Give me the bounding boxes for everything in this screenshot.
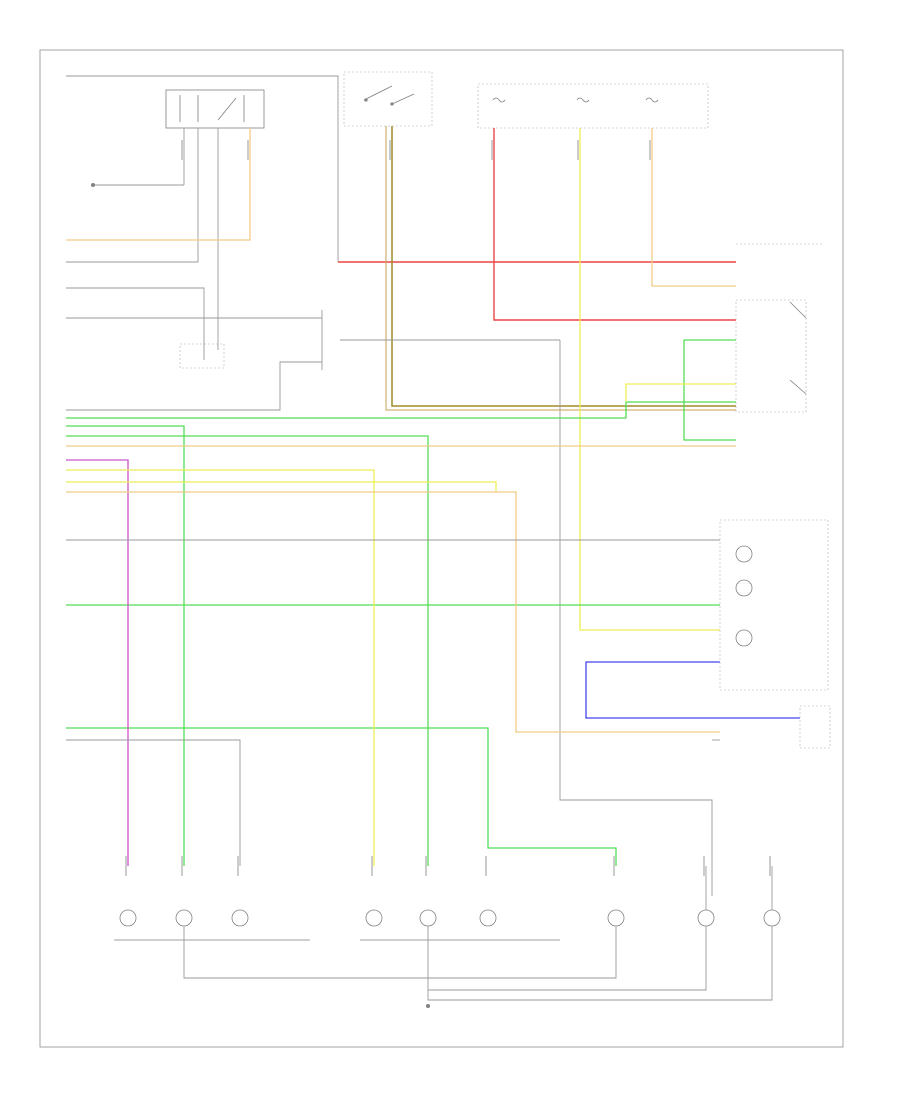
instrument-module xyxy=(799,705,831,749)
wire-orange-left xyxy=(66,128,251,241)
wire-defog-2 xyxy=(66,128,199,263)
wire-green-3 xyxy=(66,435,429,866)
connector-marks xyxy=(125,140,771,876)
dash-cluster xyxy=(719,519,829,691)
wire-green-2 xyxy=(66,425,185,866)
light-switch xyxy=(735,299,807,413)
right-reverse-lamp xyxy=(763,909,781,927)
wire-yellow-light xyxy=(625,383,736,402)
speed-switch xyxy=(179,343,225,369)
wire-green-low xyxy=(66,727,617,866)
wire-gray-long xyxy=(559,340,713,896)
wire-tan-2 xyxy=(66,491,720,733)
ground-bus-3 xyxy=(428,926,707,991)
wire-gray-keyless xyxy=(66,361,322,411)
left-reverse-lamp xyxy=(697,909,715,927)
ground-g502 xyxy=(426,1004,430,1008)
wire-violet xyxy=(66,459,129,866)
wire-olive-ign-2 xyxy=(385,126,736,411)
diagram-frame xyxy=(39,49,844,1048)
side-marker-lamp xyxy=(607,909,625,927)
left-rear-cluster xyxy=(114,909,310,941)
wire-blue xyxy=(585,661,800,719)
wire-gray-1 xyxy=(66,287,205,360)
wire-green-light xyxy=(683,340,736,441)
ground-bus-1 xyxy=(183,926,617,979)
wire-hot-run xyxy=(66,75,339,262)
wire-gray-740 xyxy=(66,739,241,866)
wire-red-fuse xyxy=(493,128,736,321)
wire-yellow-1 xyxy=(66,469,375,866)
ignition-switch xyxy=(343,71,433,127)
fuse-block xyxy=(477,83,709,129)
ground-bus-2 xyxy=(427,926,773,1001)
wire-olive-ign xyxy=(391,126,736,407)
wire-yellow-fuse xyxy=(579,128,720,631)
wire-yellow-2 xyxy=(66,481,497,492)
wire-green-1 xyxy=(66,401,736,419)
ground-g401 xyxy=(91,183,184,187)
right-rear-cluster xyxy=(360,909,560,941)
rear-defog-switch xyxy=(165,89,265,129)
wire-tan-fuse xyxy=(651,128,736,287)
